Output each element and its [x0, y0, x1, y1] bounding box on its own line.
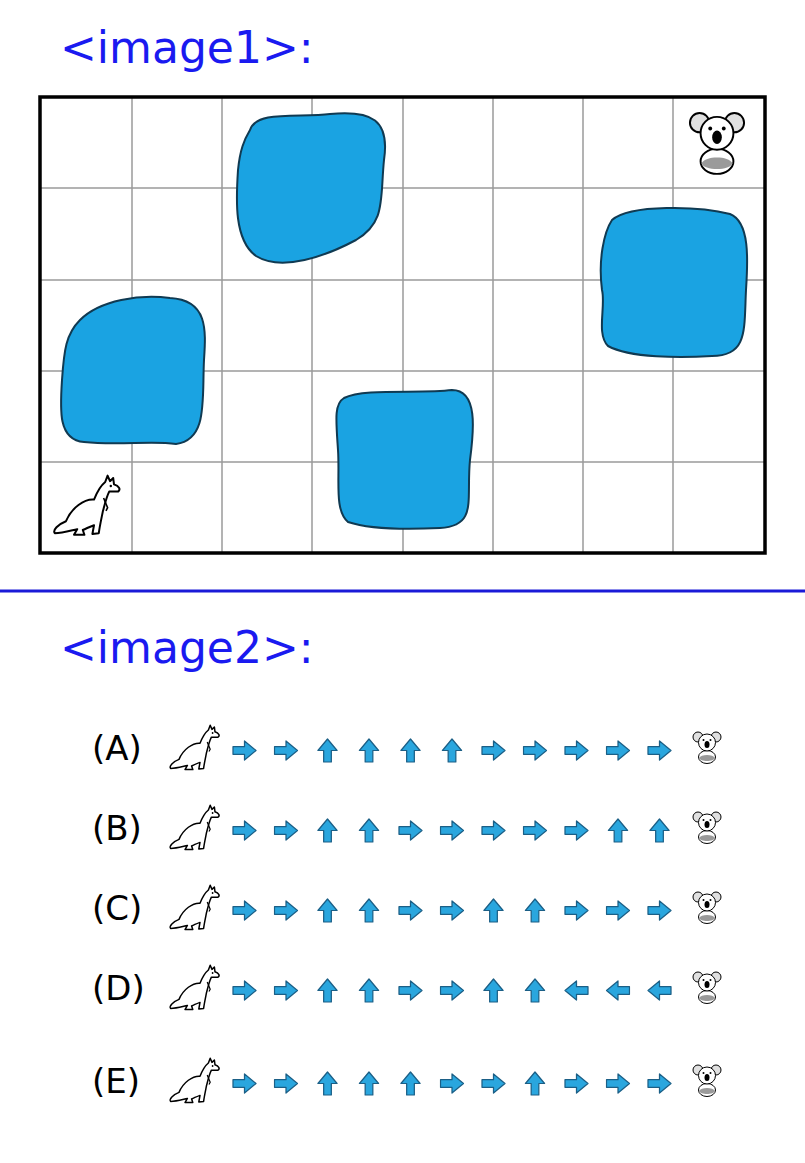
option-letter: (B) [92, 808, 142, 848]
direction-arrow [608, 819, 627, 842]
direction-arrow [442, 739, 461, 762]
section-heading: <image1>: [60, 22, 314, 73]
grid-border [40, 97, 765, 553]
kangaroo-icon [170, 885, 219, 929]
direction-arrow [318, 899, 337, 922]
direction-arrow [359, 979, 378, 1002]
direction-arrow [565, 981, 588, 1000]
direction-arrow [525, 899, 544, 922]
kangaroo-icon [54, 476, 119, 535]
direction-arrow [399, 901, 422, 920]
direction-arrow [482, 741, 505, 760]
direction-arrow [399, 821, 422, 840]
direction-arrow [524, 741, 547, 760]
direction-arrow [275, 981, 298, 1000]
option-letter: (E) [92, 1061, 140, 1101]
option-letter: (A) [92, 728, 142, 768]
direction-arrow [441, 821, 464, 840]
direction-arrow [359, 1072, 378, 1095]
direction-arrow [607, 1074, 630, 1093]
direction-arrow [233, 741, 256, 760]
direction-arrow [650, 819, 669, 842]
koala-icon [693, 892, 721, 924]
kangaroo-icon [170, 805, 219, 849]
direction-arrow [441, 981, 464, 1000]
direction-arrow [482, 1074, 505, 1093]
kangaroo-icon [170, 1058, 219, 1102]
koala-icon [693, 972, 721, 1004]
kangaroo-icon [170, 725, 219, 769]
section-heading: <image1>: [60, 22, 314, 73]
option-letter: (D) [92, 968, 145, 1008]
direction-arrow [401, 739, 420, 762]
koala-icon [693, 1065, 721, 1097]
direction-arrow [565, 901, 588, 920]
pond [61, 113, 747, 529]
direction-arrow [565, 821, 588, 840]
direction-arrow [482, 821, 505, 840]
direction-arrow [648, 981, 671, 1000]
option-letter: (C) [92, 888, 142, 928]
direction-arrow [484, 979, 503, 1002]
direction-arrow [565, 741, 588, 760]
section-heading: <image2>: [60, 622, 314, 673]
option-letter: (E) [92, 1061, 140, 1101]
direction-arrow [359, 739, 378, 762]
direction-arrow [318, 819, 337, 842]
direction-arrow [401, 1072, 420, 1095]
direction-arrow [399, 981, 422, 1000]
koala-icon [693, 812, 721, 844]
direction-arrow [275, 821, 298, 840]
option-letter: (C) [92, 888, 142, 928]
direction-arrow [318, 979, 337, 1002]
direction-arrow [607, 981, 630, 1000]
direction-arrow [484, 899, 503, 922]
direction-arrow [607, 901, 630, 920]
direction-arrow [359, 819, 378, 842]
direction-arrow [233, 821, 256, 840]
direction-arrow [233, 981, 256, 1000]
direction-arrow [565, 1074, 588, 1093]
koala-icon [690, 113, 744, 174]
direction-arrow [648, 901, 671, 920]
direction-arrow [441, 901, 464, 920]
option-letter: (A) [92, 728, 142, 768]
kangaroo-icon [170, 965, 219, 1009]
direction-arrow [648, 741, 671, 760]
direction-arrow [525, 1072, 544, 1095]
grid [40, 97, 765, 553]
section-heading: <image2>: [60, 622, 314, 673]
direction-arrow [359, 899, 378, 922]
direction-arrow [275, 901, 298, 920]
direction-arrow [441, 1074, 464, 1093]
direction-arrow [233, 1074, 256, 1093]
option-letter: (D) [92, 968, 145, 1008]
direction-arrow [607, 741, 630, 760]
direction-arrow [233, 901, 256, 920]
direction-arrow [525, 979, 544, 1002]
koala-icon [693, 732, 721, 764]
option-rows [170, 725, 721, 1102]
direction-arrow [275, 1074, 298, 1093]
option-letter: (B) [92, 808, 142, 848]
direction-arrow [648, 1074, 671, 1093]
direction-arrow [318, 739, 337, 762]
direction-arrow [318, 1072, 337, 1095]
direction-arrow [275, 741, 298, 760]
direction-arrow [524, 821, 547, 840]
separator-line [0, 590, 805, 593]
